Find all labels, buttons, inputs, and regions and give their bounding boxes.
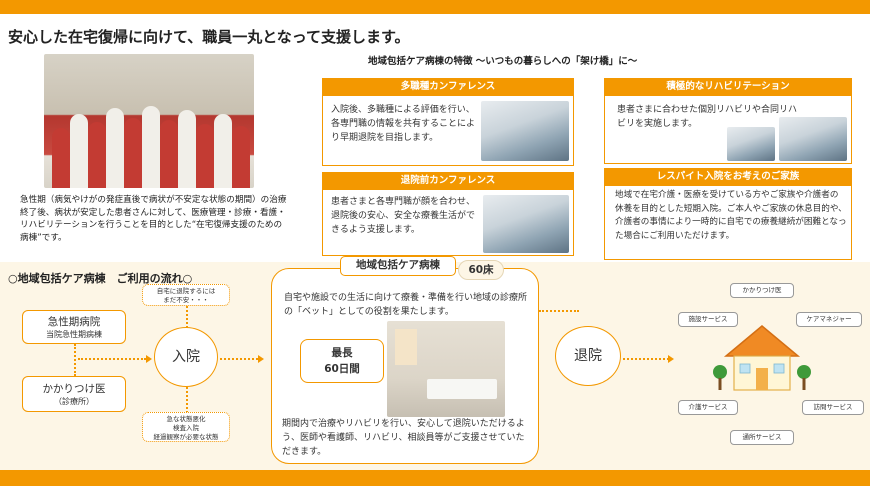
flow-connector	[186, 306, 188, 328]
arrow-icon	[258, 355, 264, 363]
acute-hospital-box: 急性期病院 当院急性期病棟	[22, 310, 126, 344]
discharge-circle: 退院	[555, 326, 621, 386]
service-day-care: 通所サービス	[730, 430, 794, 445]
room-window	[395, 329, 417, 365]
flow-connector	[78, 358, 146, 360]
note-line: 検査入院	[173, 424, 199, 432]
house-icon	[713, 325, 811, 391]
service-home-visit: 訪問サービス	[802, 400, 864, 415]
service-care-manager: ケアマネジャー	[796, 312, 862, 327]
arrow-icon	[146, 355, 152, 363]
pre-discharge-photo	[483, 195, 569, 253]
flow-connector	[186, 387, 188, 413]
card-multidisciplinary-conference: 多職種カンファレンス 入院後、多職種による評価を行い、各専門職の情報を共有するこ…	[322, 78, 574, 166]
max-stay-value: 60日間	[324, 363, 360, 375]
ward-panel: 自宅や施設での生活に向けて療養・準備を行い地域の診療所の「ベット」としての役割を…	[271, 268, 539, 464]
staff-photo	[44, 54, 254, 188]
flow-connector	[623, 358, 669, 360]
card-respite-admission: レスパイト入院をお考えのご家族 地域で在宅介護・医療を受けている方やご家族や介護…	[604, 168, 852, 260]
note-anxious-discharge: 自宅に退院するには まだ不安・・・	[142, 284, 230, 306]
service-care: 介護サービス	[678, 400, 738, 415]
max-stay-box: 最長 60日間	[300, 339, 384, 383]
note-line: まだ不安・・・	[163, 296, 209, 304]
acute-hospital-sublabel: 当院急性期病棟	[46, 330, 102, 339]
card-title: 退院前カンファレンス	[322, 172, 574, 190]
ward-name-label: 地域包括ケア病棟	[340, 256, 456, 276]
page-heading: 安心した在宅復帰に向けて、職員一丸となって支援します。	[8, 28, 410, 46]
arrow-icon	[668, 355, 674, 363]
family-doctor-sublabel: （診療所）	[54, 397, 94, 406]
flow-title: ○地域包括ケア病棟 ご利用の流れ○	[8, 272, 193, 285]
note-urgent-conditions: 急な状態悪化 検査入院 経過観察が必要な状態	[142, 412, 230, 442]
bed-count-badge: 60床	[458, 260, 504, 280]
rehab-photo-2	[779, 117, 847, 161]
family-doctor-label: かかりつけ医	[42, 383, 106, 395]
note-line: 急な状態悪化	[166, 415, 206, 423]
flow-connector	[220, 358, 258, 360]
intro-text: 急性期（病気やけがの発症直後で病状が不安定な状態の期間）の治療終了後、病状が安定…	[20, 195, 287, 243]
room-bed	[427, 379, 497, 399]
rehab-photo-1	[727, 127, 775, 161]
flow-connector	[74, 344, 76, 376]
conference-photo	[481, 101, 569, 161]
top-bar	[0, 0, 870, 14]
card-text: 患者さまと各専門職が顔を合わせ、退院後の安心、安全な療養生活ができるよう支援しま…	[331, 197, 476, 235]
ward-footer-text: 期間内で治療やリハビリを行い、安心して退院いただけるよう、医師や看護師、リハビリ…	[282, 419, 525, 457]
max-stay-label: 最長	[331, 347, 353, 359]
ward-description: 自宅や施設での生活に向けて療養・準備を行い地域の診療所の「ベット」としての役割を…	[284, 293, 528, 317]
note-line: 経過観察が必要な状態	[153, 433, 219, 441]
acute-hospital-label: 急性期病院	[47, 316, 101, 328]
flow-connector	[539, 310, 579, 312]
card-pre-discharge-conference: 退院前カンファレンス 患者さまと各専門職が顔を合わせ、退院後の安心、安全な療養生…	[322, 172, 574, 256]
service-family-doctor: かかりつけ医	[730, 283, 794, 298]
card-title: 多職種カンファレンス	[322, 78, 574, 96]
card-text: 患者さまに合わせた個別リハビリや合同リハビリを実施します。	[617, 105, 798, 129]
admission-circle: 入院	[154, 327, 218, 387]
note-line: 自宅に退院するには	[156, 287, 216, 295]
card-title: レスパイト入院をお考えのご家族	[604, 168, 852, 186]
card-title: 積極的なリハビリテーション	[604, 78, 852, 96]
service-facility: 施設サービス	[678, 312, 738, 327]
card-text: 地域で在宅介護・医療を受けている方やご家族や介護者の休養を目的とした短期入院。ご…	[615, 190, 847, 241]
features-title: 地域包括ケア病棟の特徴 ～いつもの暮らしへの「架け橋」に～	[368, 56, 638, 67]
card-text: 入院後、多職種による評価を行い、各専門職の情報を共有することにより早期退院を目指…	[331, 105, 476, 143]
hospital-room-photo	[387, 321, 505, 417]
bottom-bar	[0, 470, 870, 486]
card-rehabilitation: 積極的なリハビリテーション 患者さまに合わせた個別リハビリや合同リハビリを実施し…	[604, 78, 852, 164]
family-doctor-box: かかりつけ医 （診療所）	[22, 376, 126, 412]
